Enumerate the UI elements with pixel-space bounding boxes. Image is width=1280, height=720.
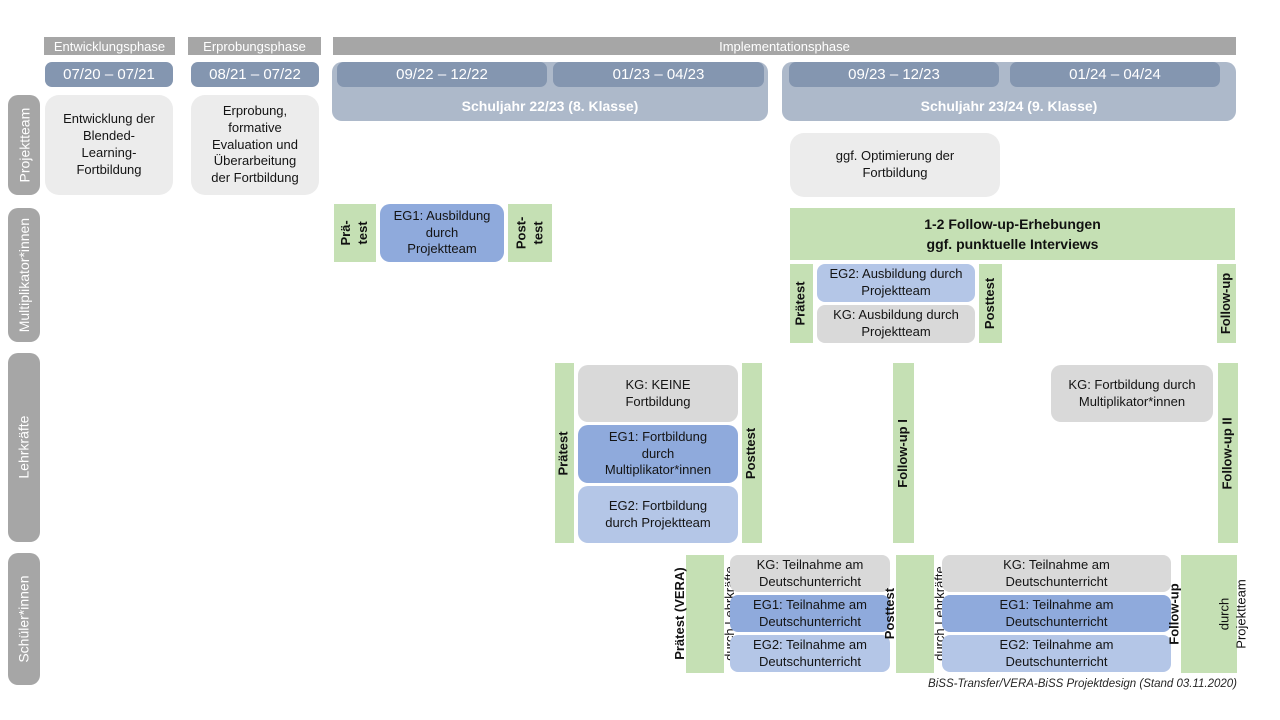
footer-caption: BiSS-Transfer/VERA-BiSS Projektdesign (S… <box>928 678 1237 690</box>
row-label-multiplikatorinnen: Multiplikator*innen <box>8 208 40 342</box>
followup1-bar-lehrkraefte: Follow-up I <box>893 363 914 543</box>
posttest-bold: Posttest <box>881 588 897 640</box>
followup-bar-schueler: Follow-up durch Projektteam <box>1167 555 1249 673</box>
followup-bar-multiplikatoren: Follow-up <box>1217 264 1236 343</box>
banner-followup-erhebungen: 1-2 Follow-up-Erhebungen ggf. punktuelle… <box>790 208 1235 260</box>
box-kg-keine-fortbildung: KG: KEINE Fortbildung <box>578 365 738 422</box>
box-eg1-fortbildung-multiplikatoren: EG1: Fortbildung durch Multiplikator*inn… <box>578 425 738 483</box>
praetest-vera-bold: Prätest (VERA) <box>671 567 687 661</box>
followup1-label: Follow-up I <box>895 418 911 488</box>
period-09-22: 09/22 – 12/22 <box>337 62 547 87</box>
followup-sub: durch Projektteam <box>1217 579 1250 649</box>
posttest-bar-schueler: Posttest durch Lehrkräfte <box>881 555 947 673</box>
box-eg2-fortbildung-projektteam: EG2: Fortbildung durch Projektteam <box>578 486 738 543</box>
school-year-label: Schuljahr 23/24 (9. Klasse) <box>920 98 1098 114</box>
period-07-20: 07/20 – 07/21 <box>45 62 173 87</box>
box-eg1-teilnahme-2: EG1: Teilnahme am Deutschunterricht <box>942 595 1171 632</box>
row-label-lehrkraefte: Lehrkräfte <box>8 353 40 542</box>
phase-entwicklungsphase: Entwicklungsphase <box>44 37 175 55</box>
posttest-label: Posttest <box>982 277 998 330</box>
box-kg-teilnahme-1: KG: Teilnahme am Deutschunterricht <box>730 555 890 592</box>
followup-bold: Follow-up <box>1166 583 1182 645</box>
row-label-projektteam: Projektteam <box>8 95 40 195</box>
box-kg-fortbildung-multiplikatoren: KG: Fortbildung durch Multiplikator*inne… <box>1051 365 1213 422</box>
box-eg1-teilnahme-1: EG1: Teilnahme am Deutschunterricht <box>730 595 890 632</box>
box-kg-ausbildung-projektteam: KG: Ausbildung durch Projektteam <box>817 305 975 343</box>
posttest-label: Posttest <box>743 427 759 479</box>
school-year-label: Schuljahr 22/23 (8. Klasse) <box>461 98 639 114</box>
posttest-bar-multiplikatoren-2: Posttest <box>979 264 1002 343</box>
followup-label: Follow-up <box>1218 272 1234 335</box>
praetest-label: Prä- test <box>338 220 370 246</box>
phase-erprobungsphase: Erprobungsphase <box>188 37 321 55</box>
posttest-bar-lehrkraefte: Posttest <box>742 363 762 543</box>
period-01-23: 01/23 – 04/23 <box>553 62 764 87</box>
row-label-text: Schüler*innen <box>15 575 32 663</box>
box-eg1-ausbildung-projektteam: EG1: Ausbildung durch Projektteam <box>380 204 504 262</box>
followup2-label: Follow-up II <box>1219 416 1235 490</box>
period-09-23: 09/23 – 12/23 <box>789 62 999 87</box>
box-entwicklung-fortbildung: Entwicklung der Blended- Learning- Fortb… <box>45 95 173 195</box>
row-label-text: Projektteam <box>15 107 32 183</box>
row-label-text: Lehrkräfte <box>15 415 32 480</box>
praetest-label: Prätest <box>556 430 572 476</box>
followup-schueler-label: Follow-up durch Projektteam <box>1133 579 1280 648</box>
box-optimierung-fortbildung: ggf. Optimierung der Fortbildung <box>790 133 1000 197</box>
posttest-bar-multiplikatoren-1: Post- test <box>508 204 552 262</box>
praetest-label: Prätest <box>793 281 809 326</box>
phase-implementationsphase: Implementationsphase <box>333 37 1236 55</box>
row-label-schuelerinnen: Schüler*innen <box>8 553 40 685</box>
row-label-text: Multiplikator*innen <box>15 217 32 333</box>
box-kg-teilnahme-2: KG: Teilnahme am Deutschunterricht <box>942 555 1171 592</box>
box-eg2-ausbildung-projektteam: EG2: Ausbildung durch Projektteam <box>817 264 975 302</box>
praetest-bar-lehrkraefte: Prätest <box>555 363 574 543</box>
praetest-vera-bar-schueler: Prätest (VERA) durch Lehrkräfte <box>671 555 737 673</box>
praetest-bar-multiplikatoren-1: Prä- test <box>334 204 376 262</box>
period-08-21: 08/21 – 07/22 <box>191 62 319 87</box>
praetest-bar-multiplikatoren-2: Prätest <box>790 264 813 343</box>
posttest-label: Post- test <box>513 216 545 250</box>
box-erprobung-evaluation: Erprobung, formative Evaluation und Über… <box>191 95 319 195</box>
followup2-bar-lehrkraefte: Follow-up II <box>1218 363 1238 543</box>
period-01-24: 01/24 – 04/24 <box>1010 62 1220 87</box>
box-eg2-teilnahme-1: EG2: Teilnahme am Deutschunterricht <box>730 635 890 672</box>
box-eg2-teilnahme-2: EG2: Teilnahme am Deutschunterricht <box>942 635 1171 672</box>
